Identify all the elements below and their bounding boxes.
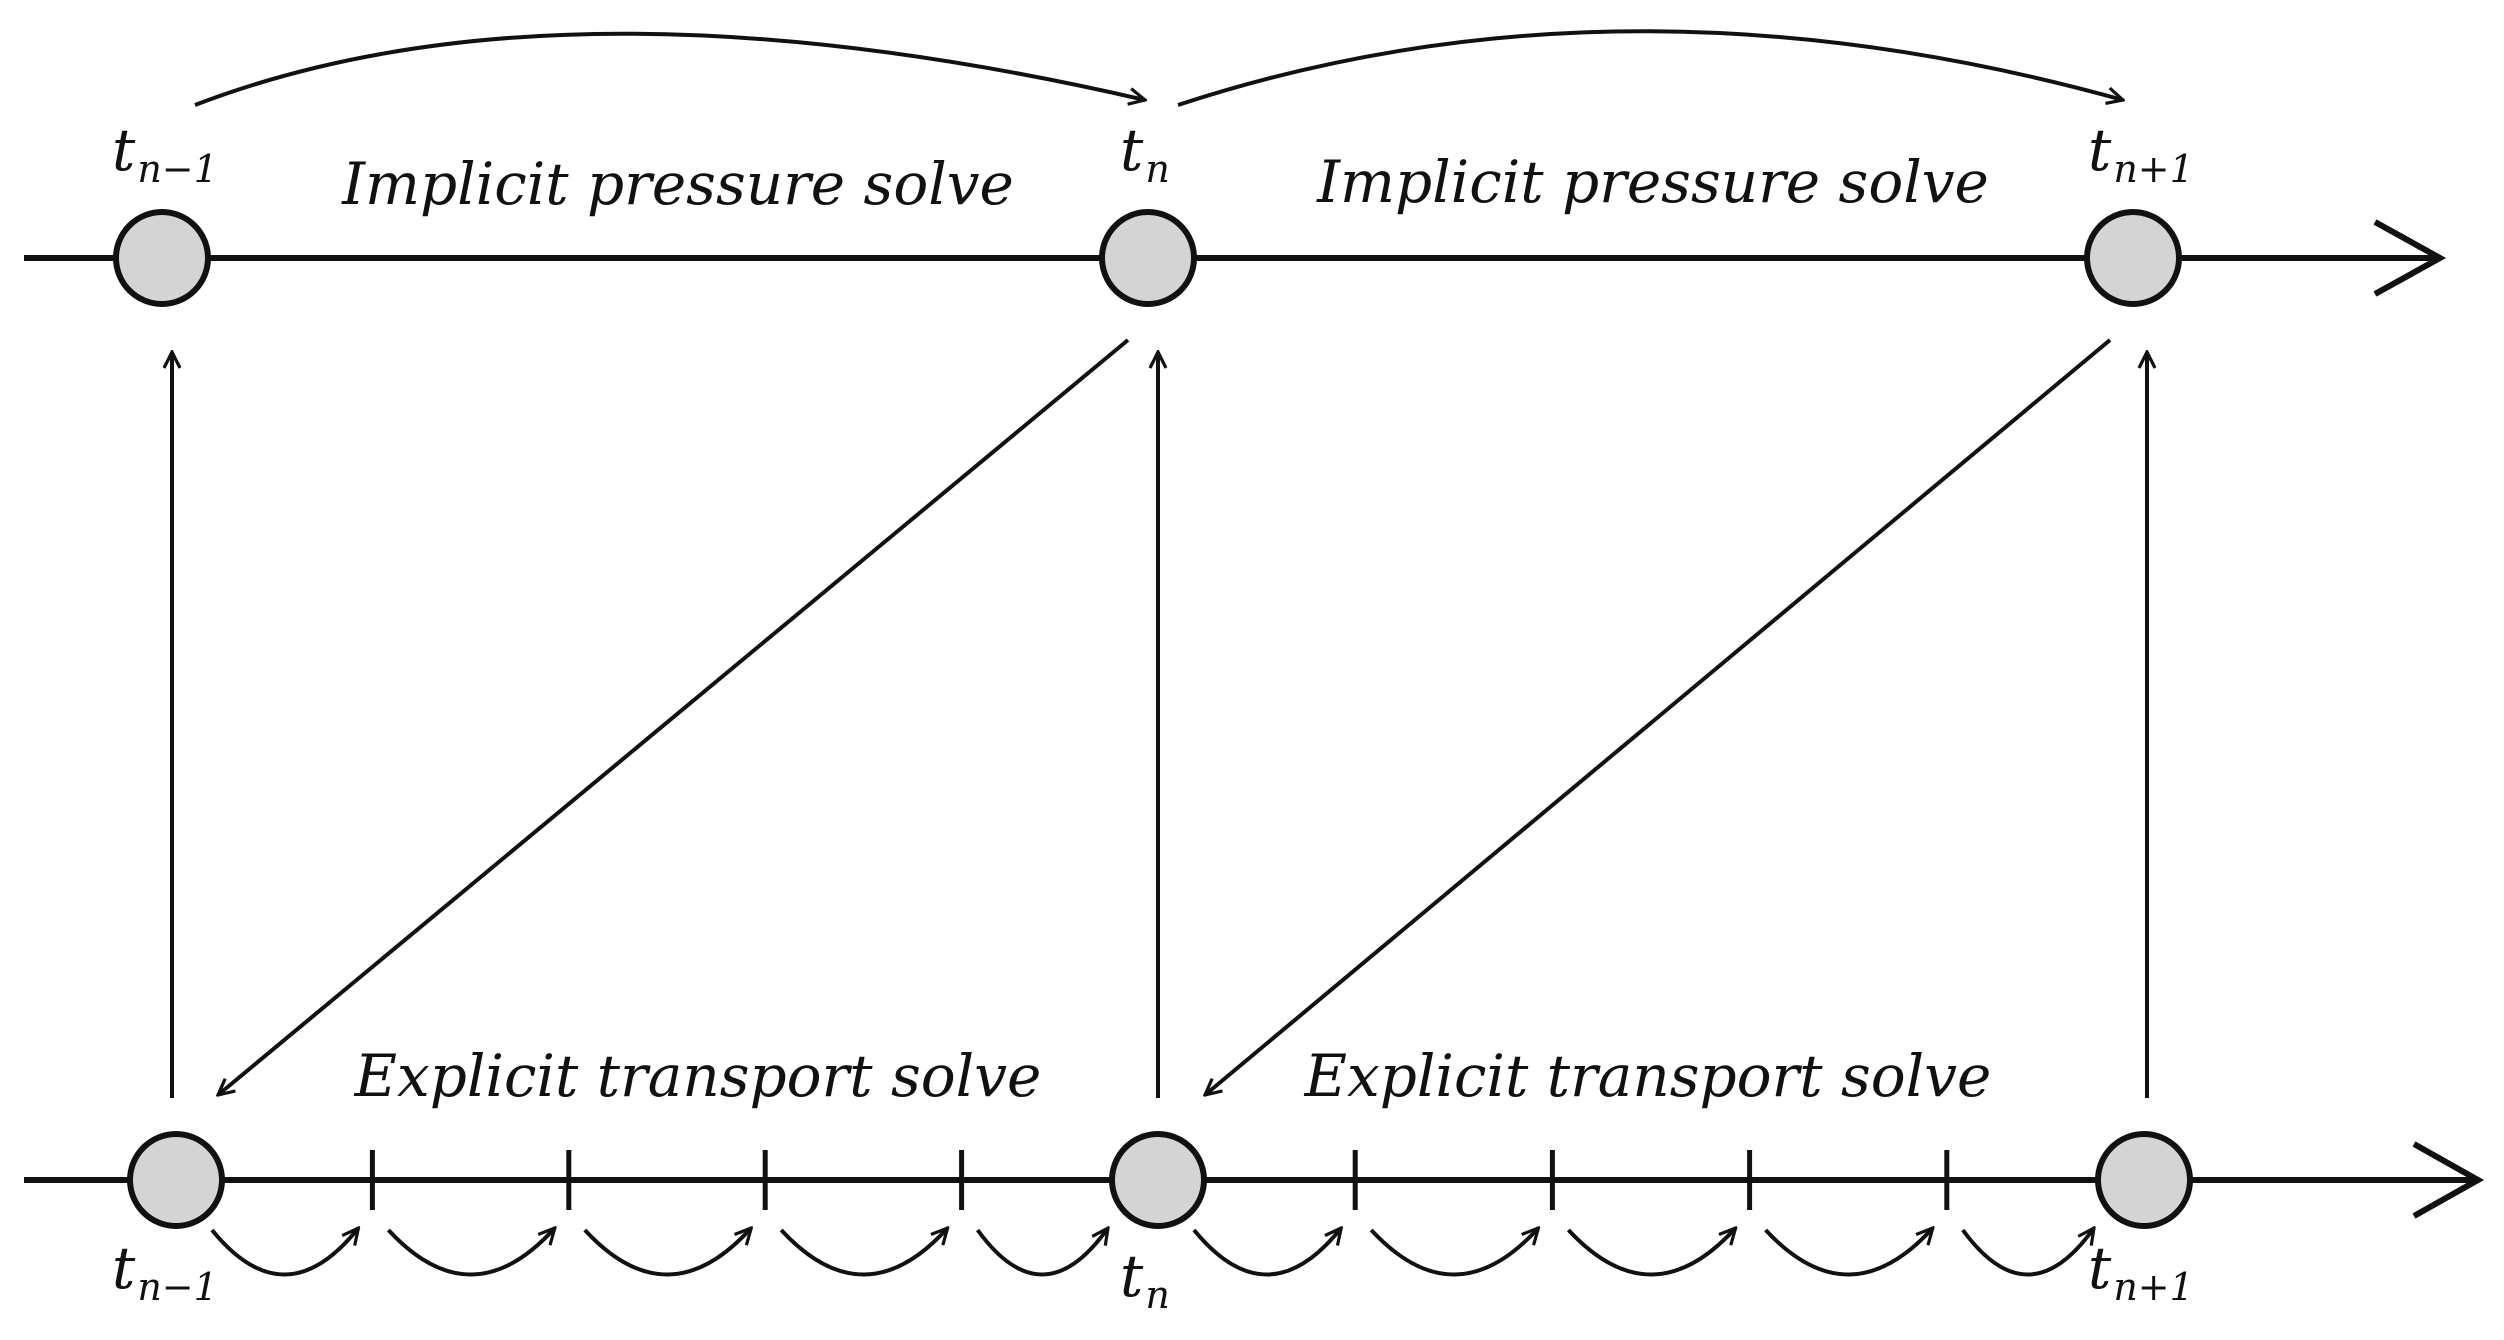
top-solve-label-1: Implicit pressure solve: [341, 150, 1014, 218]
top-node-label-next: tn+1: [2088, 116, 2194, 191]
substep-arrow: [975, 1228, 1108, 1277]
substep-arrow: [583, 1228, 751, 1277]
bottom-axis-arrowhead: [2412, 1141, 2485, 1219]
top-node-next: [2084, 209, 2182, 307]
substep-arrow: [1764, 1228, 1933, 1277]
substep-ticks: [369, 1150, 1950, 1210]
bottom-node-current: [1109, 1131, 1207, 1229]
top-node-label-prev: tn−1: [112, 116, 218, 191]
top-step-arrow-2: [1177, 29, 2123, 107]
top-step-arrow-1: [194, 31, 1145, 107]
substep-arrow: [1961, 1228, 2094, 1277]
substep-arrows: [210, 1228, 2094, 1277]
bottom-node-label-current: tn: [1120, 1242, 1170, 1317]
substep-arrow: [1369, 1228, 1538, 1277]
substep-arrow: [779, 1228, 947, 1277]
diagonal-arrow-2: [1205, 338, 2112, 1095]
top-solve-label-2: Implicit pressure solve: [1316, 148, 1989, 216]
bottom-solve-label-1: Explicit transport solve: [354, 1042, 1042, 1110]
top-axis-arrowhead: [2373, 219, 2447, 297]
bottom-timeline: tn−1 tn tn+1 Explicit transport solve Ex…: [24, 1042, 2485, 1317]
coupling-arrows: [172, 338, 2147, 1098]
bottom-node-prev: [127, 1131, 225, 1229]
substep-arrow: [386, 1228, 554, 1277]
top-node-current: [1099, 209, 1197, 307]
top-node-prev: [113, 209, 211, 307]
bottom-node-next: [2095, 1131, 2193, 1229]
top-timeline: tn−1 tn tn+1 Implicit pressure solve Imp…: [24, 29, 2447, 307]
bottom-node-label-prev: tn−1: [112, 1234, 218, 1309]
bottom-solve-label-2: Explicit transport solve: [1304, 1042, 1992, 1110]
substep-arrow: [1566, 1228, 1735, 1277]
substep-arrow: [210, 1228, 358, 1277]
substep-arrow: [1192, 1228, 1341, 1277]
bottom-node-label-next: tn+1: [2088, 1234, 2194, 1309]
diagonal-arrow-1: [218, 338, 1130, 1095]
top-node-label-current: tn: [1120, 116, 1170, 191]
